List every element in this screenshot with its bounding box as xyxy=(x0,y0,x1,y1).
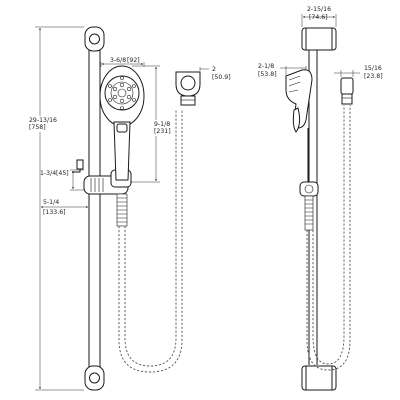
dimension-holder-width: 15/16 [23.8] xyxy=(334,65,383,80)
handle-length-metric: [231] xyxy=(154,128,171,135)
dimension-slider-offset: 5-1/4 [133.6] xyxy=(40,199,89,216)
holder-width-metric: [23.8] xyxy=(364,73,383,80)
handle-length-imperial: 9-1/8 xyxy=(154,121,170,128)
handle-width-metric: [92] xyxy=(127,57,140,64)
dimension-wall-mount-width: 2-15/16 [74.6] xyxy=(301,6,337,27)
slider-offset-metric: [133.6] xyxy=(43,209,66,216)
dimension-overall-height: 29-13/16 [758] xyxy=(28,26,84,391)
dimension-handle-length: 9-1/8 [231] xyxy=(130,65,171,183)
dimension-head-depth: 2-1/8 [53.8] xyxy=(258,63,307,78)
wall-holder-side xyxy=(340,77,354,105)
dimension-handle-width: 3-6/8 [92] xyxy=(100,57,145,67)
handle-width-imperial: 3-6/8 xyxy=(110,57,126,64)
wall-mount-width-metric: [74.6] xyxy=(309,14,328,21)
shower-hose-side xyxy=(306,105,351,371)
head-depth-imperial: 2-1/8 xyxy=(258,63,274,70)
side-view: 2-15/16 [74.6] 2-1/8 [53.8] 15/16 [23.8] xyxy=(258,6,383,391)
holder-depth-imperial: 2 xyxy=(212,66,216,73)
slide-bar xyxy=(84,26,105,391)
dimension-holder-depth: 2 [50.9] xyxy=(199,66,231,81)
wall-mount-width-imperial: 2-15/16 xyxy=(307,6,331,13)
hand-shower xyxy=(99,65,145,181)
holder-width-imperial: 15/16 xyxy=(364,65,382,72)
spray-nozzles xyxy=(108,76,136,110)
slider-offset-imperial: 5-1/4 xyxy=(43,199,59,206)
head-depth-metric: [53.8] xyxy=(258,71,277,78)
wall-holder xyxy=(175,71,201,106)
overall-height-imperial: 29-13/16 xyxy=(29,117,57,124)
shower-hose xyxy=(116,110,183,373)
slider-height-metric: [45] xyxy=(56,170,69,177)
slider-holder-side xyxy=(299,181,319,231)
overall-height-metric: [758] xyxy=(29,124,46,131)
front-view: 29-13/16 [758] 3-6/8 [92] 9-1/8 [231] 2 … xyxy=(28,26,231,391)
slider-height-imperial: 1-3/4 xyxy=(40,170,56,177)
holder-depth-metric: [50.9] xyxy=(212,74,231,81)
hand-shower-side xyxy=(285,69,313,182)
dimension-slider-height: 1-3/4 [45] xyxy=(40,169,84,191)
